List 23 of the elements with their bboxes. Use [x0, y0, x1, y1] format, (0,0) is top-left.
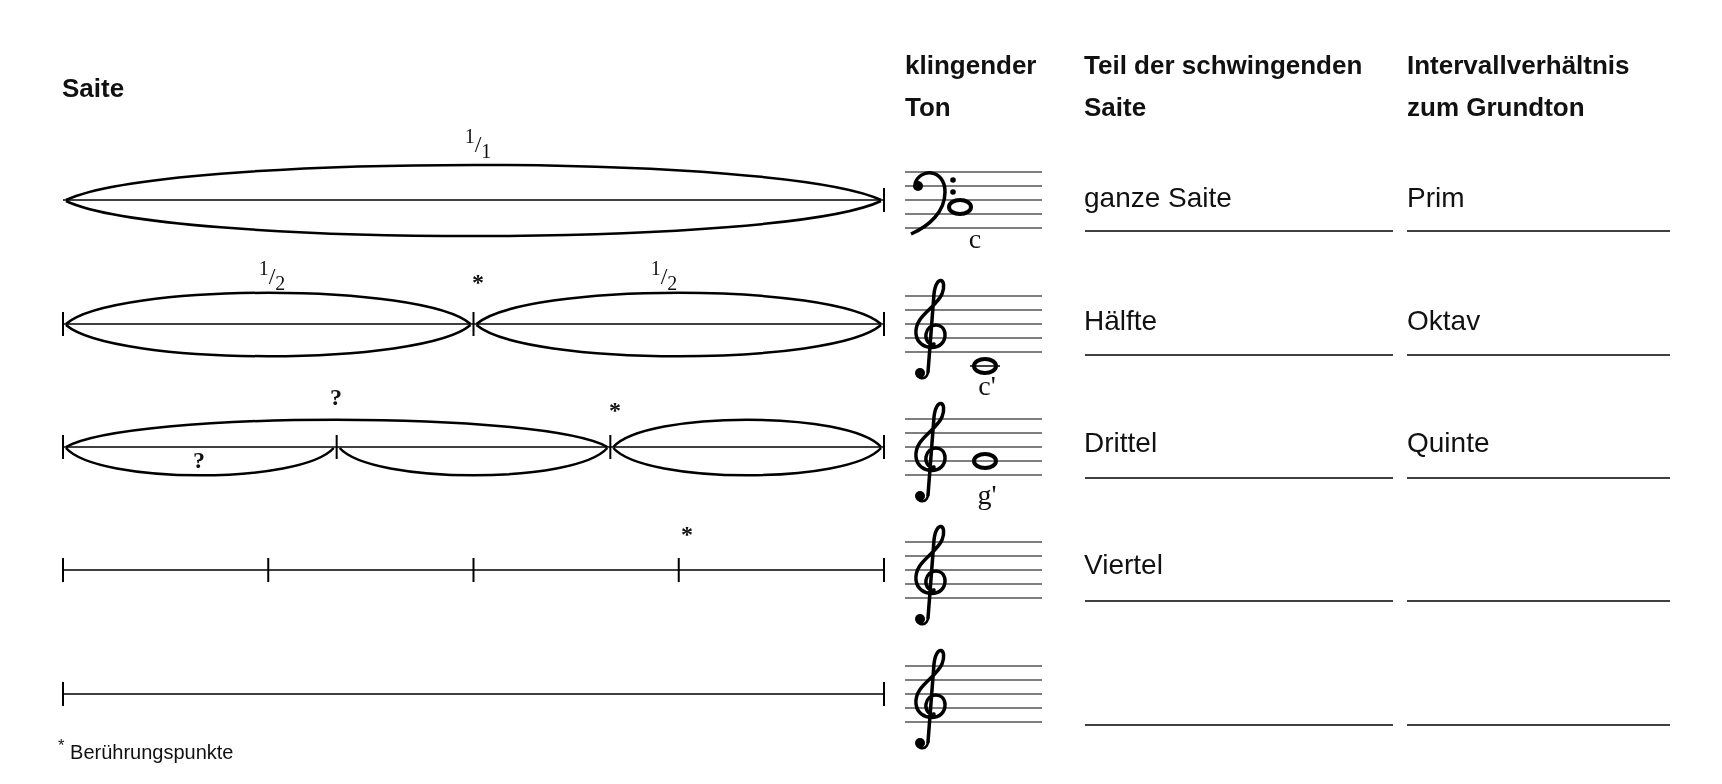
answer-text: Quinte [1407, 426, 1490, 460]
answer-text: Hälfte [1084, 304, 1158, 338]
column-heading: klingender Ton [905, 49, 1038, 124]
fraction-label: $^{1}$/$_{1}$ [464, 124, 492, 163]
answer-text: ganze Saite [1084, 181, 1232, 215]
note-name: g' [977, 478, 997, 512]
note-name: c [968, 222, 982, 256]
footnote: $^{*}$ Berührungspunkte [58, 736, 234, 764]
column-heading: Intervallverhältnis zum Grundton [1407, 49, 1631, 124]
answer-text: Prim [1407, 181, 1465, 215]
note-name: c' [978, 369, 996, 403]
answer-text: Oktav [1407, 304, 1481, 338]
column-heading: Teil der schwingenden Saite [1084, 49, 1364, 124]
question-mark: ? [330, 383, 342, 412]
fraction-label: $^{1}$/$_{2}$ [258, 256, 286, 295]
touch-point-mark: * [472, 268, 484, 297]
column-heading: Saite [62, 72, 125, 105]
fraction-label: $^{1}$/$_{2}$ [650, 256, 678, 295]
answer-text: Viertel [1084, 548, 1163, 582]
touch-point-mark: * [609, 396, 621, 425]
answer-text: Drittel [1084, 426, 1158, 460]
touch-point-mark: * [681, 520, 693, 549]
question-mark: ? [193, 446, 205, 475]
